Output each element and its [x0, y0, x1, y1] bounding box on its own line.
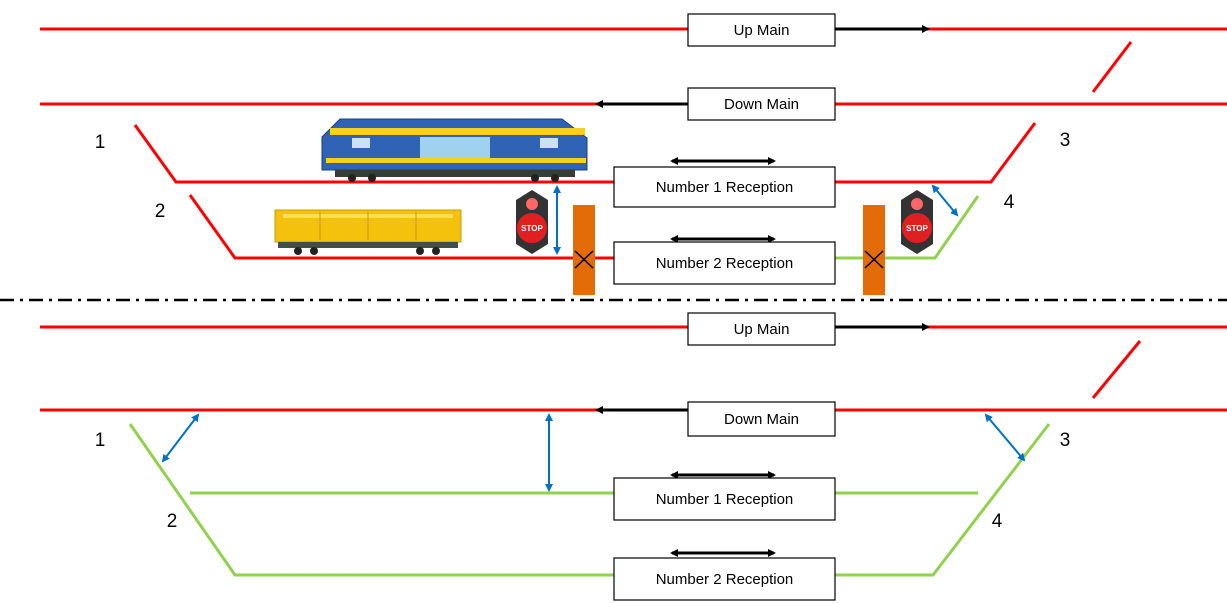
point-label-1: 1 [95, 132, 106, 153]
point-label-4: 4 [992, 511, 1003, 532]
reception-2-label: Number 2 Reception [656, 255, 794, 272]
reception-2-label: Number 2 Reception [656, 571, 794, 588]
reception-2-track-right [835, 423, 1051, 577]
reception-1-label: Number 1 Reception [656, 491, 794, 508]
diagonal-crossover [1091, 340, 1142, 399]
up-main-label: Up Main [734, 22, 790, 39]
stop-board-icon [863, 205, 885, 295]
down-main-label: Down Main [724, 411, 799, 428]
up-main-label: Up Main [734, 321, 790, 338]
clearance-arrow [931, 184, 959, 217]
locomotive-icon [321, 118, 588, 182]
reception-2-track-left [188, 194, 614, 260]
up-main-label-box [687, 312, 836, 346]
point-label-4: 4 [1004, 192, 1015, 213]
point-label-3: 3 [1060, 430, 1071, 451]
down-main-label-box [687, 87, 836, 121]
reception-1-label: Number 1 Reception [656, 179, 794, 196]
point-label-2: 2 [155, 201, 166, 222]
reception-1-label-box [613, 166, 836, 208]
reception-2-label-box [613, 557, 836, 601]
wagon-icon [274, 209, 462, 255]
down-main-label-box [687, 401, 836, 437]
reception-1-track-left [133, 124, 614, 184]
stop-sign-icon: STOP [901, 190, 933, 254]
up-main-label-box [687, 13, 836, 47]
point-label-3: 3 [1060, 130, 1071, 151]
down-main-label: Down Main [724, 96, 799, 113]
clearance-arrow [984, 413, 1026, 462]
stop-sign-icon: STOP [516, 190, 548, 254]
reception-2-label-box [613, 241, 836, 285]
diagonal-crossover [1091, 41, 1133, 93]
reception-1-track-right [835, 122, 1037, 184]
stop-board-icon [573, 205, 595, 295]
point-label-1: 1 [95, 430, 106, 451]
bottom-panel: Up Main Down Main Number 1 Reception Num… [40, 312, 1227, 601]
clearance-arrow [161, 413, 200, 463]
svg-text:STOP: STOP [521, 224, 543, 233]
reception-1-label-box [613, 477, 836, 521]
top-panel: Up Main Down Main Number 1 Reception Num… [40, 13, 1227, 295]
svg-text:STOP: STOP [906, 224, 928, 233]
reception-2-track-left [128, 423, 614, 577]
point-label-2: 2 [167, 511, 178, 532]
